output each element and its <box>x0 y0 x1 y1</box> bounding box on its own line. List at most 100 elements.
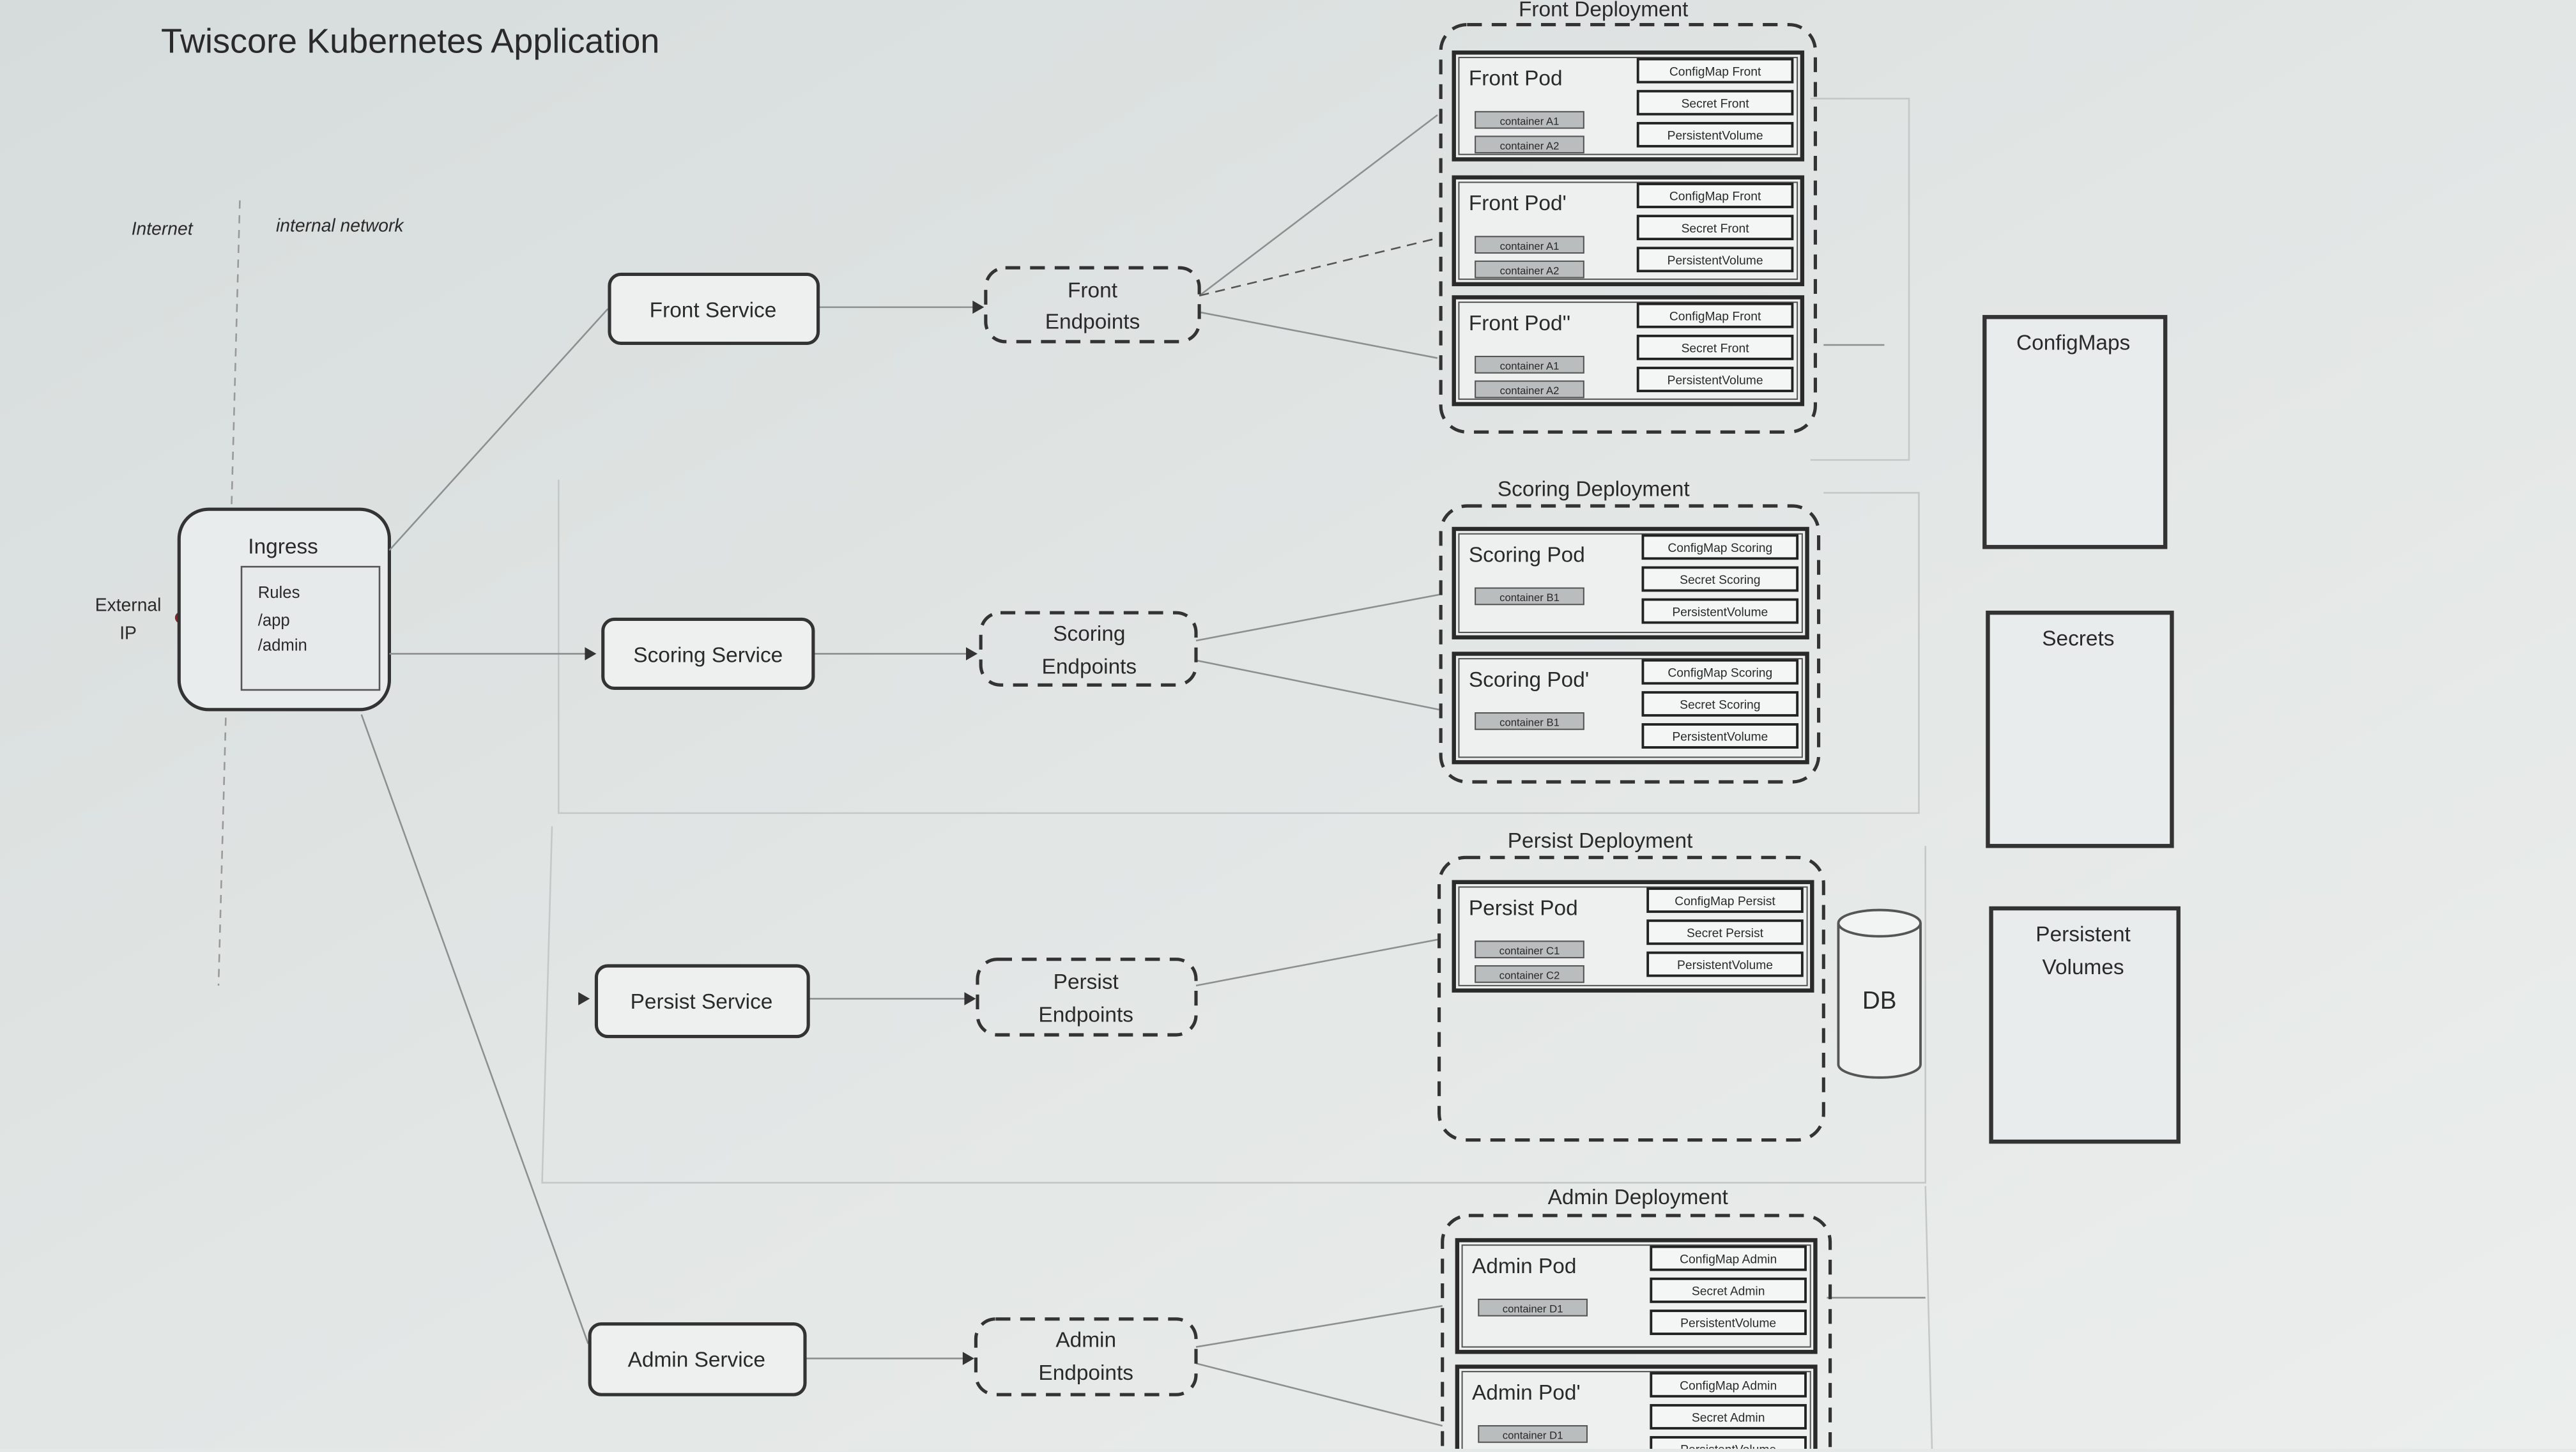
scoring-deployment: Scoring Deployment <box>1439 478 1821 784</box>
resource-box[interactable] <box>1646 919 1804 945</box>
configmaps-store[interactable]: ConfigMaps <box>1982 315 2168 549</box>
pod-inner-border <box>1458 56 1798 155</box>
resource-box[interactable] <box>1641 691 1799 717</box>
container-box <box>1475 111 1584 129</box>
container-label: container C1 <box>1499 945 1560 957</box>
resource-box[interactable] <box>1636 57 1794 84</box>
scoring-service-label: Scoring Service <box>633 643 783 667</box>
persist-deployment: Persist Deployment <box>1438 829 1825 1142</box>
container-box <box>1475 135 1584 154</box>
persist-service[interactable]: Persist Service <box>594 964 810 1039</box>
ingress[interactable]: Ingress Rules /app /admin <box>177 507 391 712</box>
scoring-endpoints-label-line2: Endpoints <box>1042 655 1137 678</box>
resource-box[interactable] <box>1641 598 1799 624</box>
resource-box[interactable] <box>1650 1245 1807 1271</box>
resource-box[interactable] <box>1641 534 1799 560</box>
persistent-volumes-label-line2: Volumes <box>2043 956 2124 979</box>
container-label: container A2 <box>1500 385 1560 397</box>
resource-label: PersistentVolume <box>1667 374 1763 388</box>
db-label: DB <box>1862 987 1897 1014</box>
front-deployment: Front Deployment <box>1439 0 1818 434</box>
container-box <box>1475 355 1584 374</box>
resource-box[interactable] <box>1650 1372 1807 1398</box>
secrets-store[interactable]: Secrets <box>1986 610 2174 848</box>
pod-inner-border <box>1458 658 1803 758</box>
front-deployment-label: Front Deployment <box>1519 0 1689 22</box>
pod-name: Scoring Pod' <box>1469 668 1589 692</box>
resource-box[interactable] <box>1650 1277 1807 1303</box>
resource-label: Secret Scoring <box>1680 574 1760 587</box>
admin-endpoints[interactable]: Admin Endpoints <box>974 1317 1198 1396</box>
persistent-volumes-store[interactable]: Persistent Volumes <box>1989 906 2181 1144</box>
resource-box[interactable] <box>1636 183 1794 208</box>
scoring-pod[interactable]: Scoring Pod' container B1 ConfigMap Scorin… <box>1452 652 1809 765</box>
container-box <box>1475 260 1584 279</box>
container-label: container B1 <box>1499 717 1560 729</box>
resource-label: ConfigMap Admin <box>1680 1253 1777 1266</box>
resource-label: ConfigMap Front <box>1669 65 1761 79</box>
resource-label: PersistentVolume <box>1680 1317 1776 1331</box>
front-service[interactable]: Front Service <box>608 272 820 345</box>
resource-label: ConfigMap Front <box>1669 190 1761 204</box>
scoring-endpoints-label-line1: Scoring <box>1053 622 1125 646</box>
pod-name: Scoring Pod <box>1469 543 1585 567</box>
resource-box[interactable] <box>1646 887 1804 913</box>
pod-name: Admin Pod' <box>1472 1381 1581 1405</box>
admin-deployment-label: Admin Deployment <box>1548 1186 1729 1209</box>
admin-service-label: Admin Service <box>628 1348 765 1372</box>
resource-label: PersistentVolume <box>1672 731 1768 744</box>
connectors <box>360 114 1926 1427</box>
container-label: container B1 <box>1499 592 1560 604</box>
resource-box[interactable] <box>1646 951 1804 977</box>
container-box <box>1475 236 1584 254</box>
resource-label: Secret Persist <box>1687 927 1764 940</box>
front-endpoints[interactable]: Front Endpoints <box>984 266 1201 344</box>
resource-box[interactable] <box>1636 121 1794 148</box>
persist-deployment-label: Persist Deployment <box>1508 829 1693 853</box>
container-box <box>1475 940 1584 959</box>
db-cylinder[interactable]: DB <box>1837 908 1922 1079</box>
ingress-label: Ingress <box>248 535 318 559</box>
persist-endpoints[interactable]: Persist Endpoints <box>976 958 1198 1037</box>
resource-box[interactable] <box>1650 1403 1807 1430</box>
ingress-rule-admin: /admin <box>258 636 307 654</box>
admin-deployment: Admin Deployment <box>1441 1186 1832 1452</box>
resource-box[interactable] <box>1650 1310 1807 1335</box>
scoring-endpoints[interactable]: Scoring Endpoints <box>979 611 1198 687</box>
resource-label: Secret Scoring <box>1680 699 1760 712</box>
resource-box[interactable] <box>1636 334 1794 360</box>
container-box <box>1475 380 1584 399</box>
resource-box[interactable] <box>1636 367 1794 392</box>
pod-name: Front Pod <box>1469 67 1563 91</box>
pod-inner-border <box>1458 533 1803 634</box>
resource-box[interactable] <box>1636 247 1794 273</box>
resource-box[interactable] <box>1636 89 1794 116</box>
front-endpoints-label-line2: Endpoints <box>1045 310 1140 333</box>
admin-endpoints-label-line2: Endpoints <box>1038 1361 1133 1385</box>
resource-box[interactable] <box>1641 566 1799 592</box>
resource-box[interactable] <box>1641 723 1799 749</box>
resource-box[interactable] <box>1636 302 1794 328</box>
internet-zone-label: Internet <box>132 218 194 239</box>
resource-label: ConfigMap Scoring <box>1667 666 1772 680</box>
scoring-service[interactable]: Scoring Service <box>601 617 815 691</box>
network-boundary-line <box>217 200 241 986</box>
resource-box[interactable] <box>1641 659 1799 685</box>
resource-box[interactable] <box>1636 215 1794 241</box>
resource-label: Secret Admin <box>1692 1412 1765 1425</box>
pod-inner-border <box>1458 886 1808 986</box>
resource-label: Secret Front <box>1682 97 1750 111</box>
resource-label: Secret Front <box>1682 342 1750 356</box>
resource-label: ConfigMap Persist <box>1675 895 1775 908</box>
admin-service[interactable]: Admin Service <box>588 1322 807 1396</box>
